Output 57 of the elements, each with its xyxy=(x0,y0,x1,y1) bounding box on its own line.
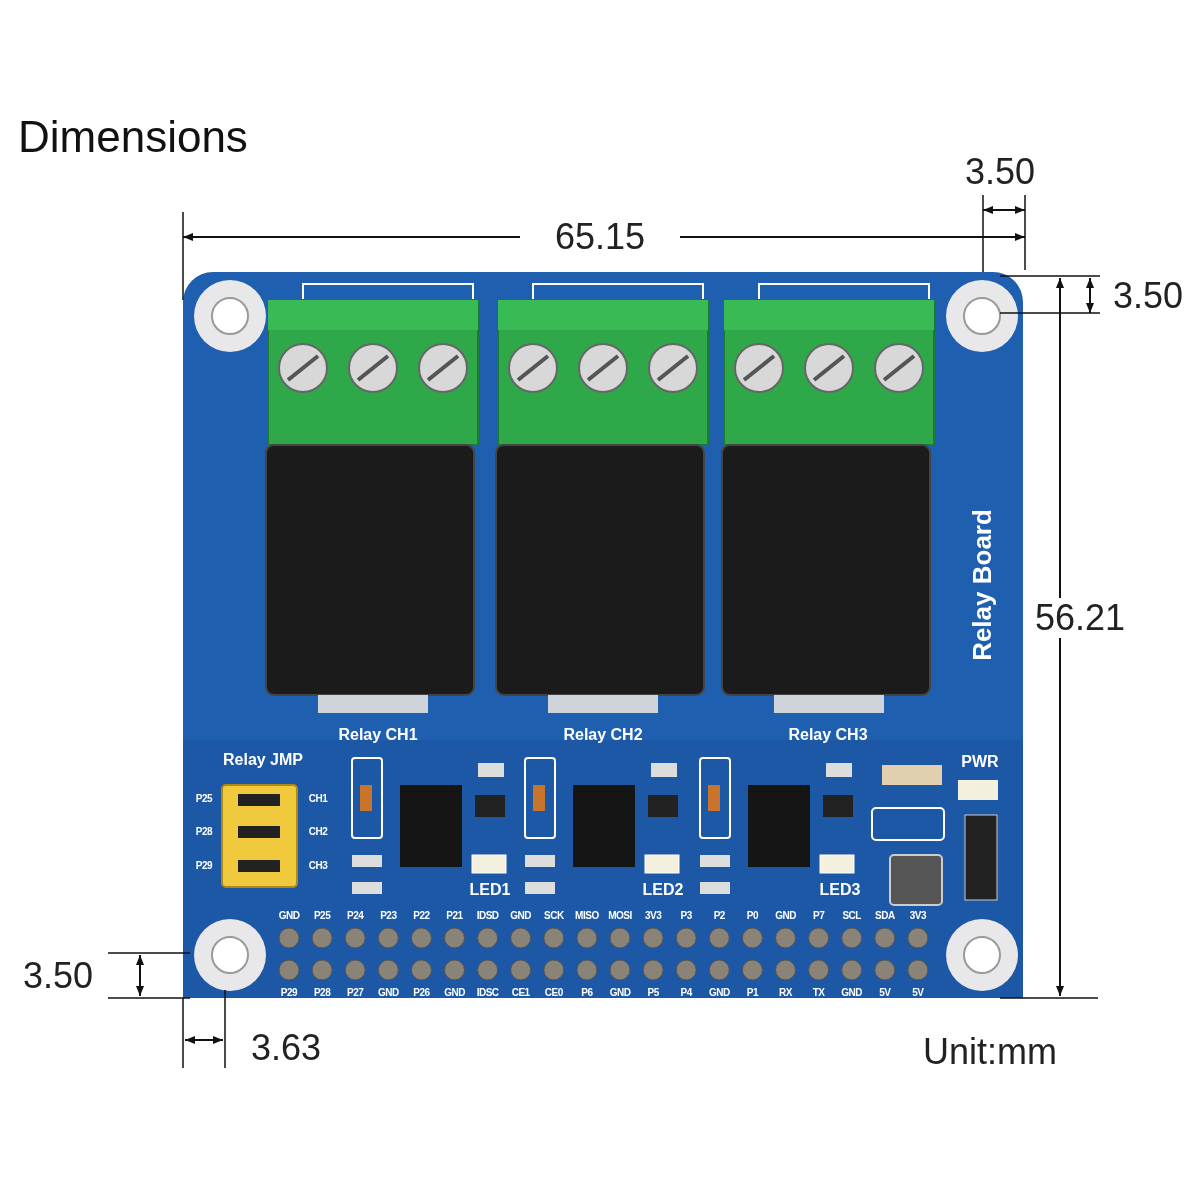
pin-label: GND xyxy=(841,988,863,998)
pin-label: CE0 xyxy=(544,988,563,998)
pin-label: P29 xyxy=(280,988,298,998)
component-label: Relay CH3 xyxy=(788,727,868,743)
dimension-value: 56.21 xyxy=(1034,598,1126,638)
component-label: LED3 xyxy=(819,882,861,898)
pin-label: P24 xyxy=(347,911,364,921)
pin-label: P6 xyxy=(581,988,593,998)
pin-label: CE1 xyxy=(511,988,530,998)
pin-label: GND xyxy=(377,988,399,998)
pin-label: RX xyxy=(779,988,792,998)
pin-label: P2 xyxy=(713,911,725,921)
pin-label: SDA xyxy=(875,911,895,921)
pin-label: GND xyxy=(510,911,532,921)
pin-label: P21 xyxy=(446,911,463,921)
component-label: PWR xyxy=(961,754,999,770)
component-label: Relay CH2 xyxy=(563,727,643,743)
pin-label: P1 xyxy=(746,988,758,998)
pin-label: 3V3 xyxy=(909,911,927,921)
component-label: Relay JMP xyxy=(223,752,303,768)
component-label: Relay CH1 xyxy=(338,727,418,743)
pin-label: P0 xyxy=(746,911,758,921)
component-label: LED2 xyxy=(642,882,684,898)
pin-label: SCK xyxy=(544,911,564,921)
pin-label: 5V xyxy=(912,988,924,998)
pin-label: TX xyxy=(812,988,825,998)
pin-label: MOSI xyxy=(608,911,632,921)
pin-label: P26 xyxy=(413,988,430,998)
pin-label: 3V3 xyxy=(644,911,662,921)
pin-label: SCL xyxy=(842,911,861,921)
pin-label: GND xyxy=(444,988,465,998)
pin-label: P28 xyxy=(313,988,331,998)
jumper-pin-label: CH2 xyxy=(308,827,328,837)
pin-label: P5 xyxy=(647,988,659,998)
title: Dimensions xyxy=(18,115,248,159)
pin-label: GND xyxy=(278,911,300,921)
pin-label: 5V xyxy=(879,988,891,998)
pin-label: GND xyxy=(609,988,631,998)
pin-label: P22 xyxy=(413,911,430,921)
pin-label: MISO xyxy=(575,911,599,921)
pin-label: GND xyxy=(708,988,730,998)
pin-label: P3 xyxy=(680,911,692,921)
board-label: Relay Board xyxy=(969,509,995,661)
jumper-pin-label: CH3 xyxy=(308,861,328,871)
pin-label: P7 xyxy=(813,911,825,921)
pin-label: GND xyxy=(775,911,796,921)
pin-label: P25 xyxy=(313,911,331,921)
jumper-pin-label: P25 xyxy=(195,794,213,804)
jumper-pin-label: CH1 xyxy=(308,794,328,804)
pin-label: IDSD xyxy=(476,911,499,921)
pin-label: P4 xyxy=(680,988,692,998)
pin-label: P27 xyxy=(347,988,364,998)
pin-label: IDSC xyxy=(476,988,499,998)
jumper-pin-label: P29 xyxy=(195,861,213,871)
jumper-pin-label: P28 xyxy=(195,827,213,837)
component-label: LED1 xyxy=(469,882,511,898)
pin-label: P23 xyxy=(380,911,397,921)
